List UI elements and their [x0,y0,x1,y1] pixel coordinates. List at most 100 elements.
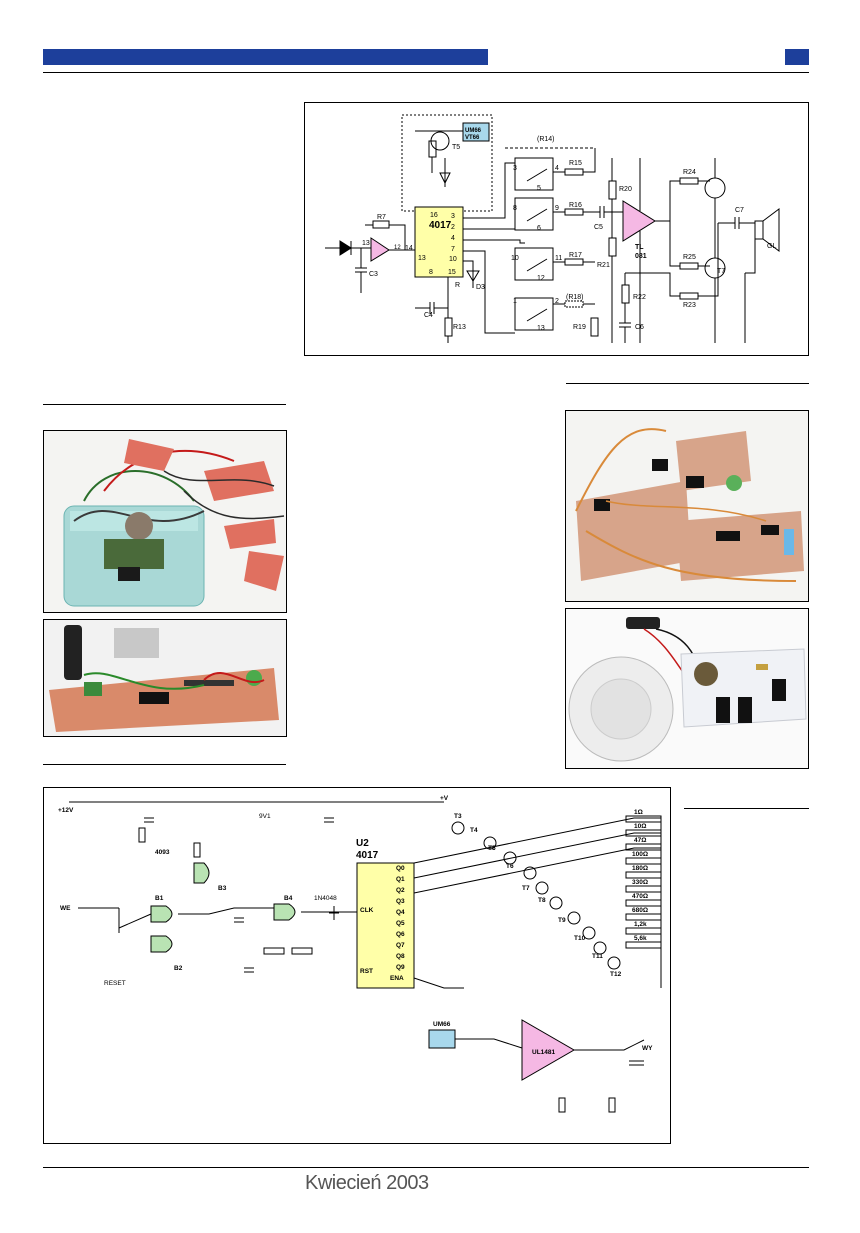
section-rule [43,404,286,405]
input-label: WE [60,905,71,912]
resistor-value: 5,6k [634,935,647,942]
svg-text:VT66: VT66 [465,135,480,141]
ena-pin: ENA [390,975,404,982]
q-output: Q6 [396,931,405,938]
photo-pcb-capacitor-art [49,625,279,732]
q-output: Q5 [396,920,405,927]
gate-b4: B4 [284,895,293,902]
photo-pcbs-wires-art [575,428,804,582]
um66-label: UM66 [433,1021,451,1028]
transistor-labels: T3 T4 T5 T6 T7 T8 T9 T10 T11 T12 [454,813,622,978]
section-rule [566,383,809,384]
svg-text:R20: R20 [619,186,632,193]
svg-text:(R18): (R18) [566,294,584,301]
zener-label: 9V1 [259,813,271,820]
supply-label: +12V [58,807,74,814]
svg-text:R25: R25 [683,254,696,261]
resistor-value: 180Ω [632,865,648,872]
q-output: Q2 [396,887,405,894]
svg-text:R16: R16 [569,202,582,209]
svg-text:R24: R24 [683,169,696,176]
resistor-value: 1,2k [634,921,647,928]
resistor-value: 470Ω [632,893,648,900]
transistor-label: T6 [506,863,514,870]
transistor-label: T11 [592,953,603,960]
q-output: Q1 [396,876,405,883]
svg-text:9: 9 [555,205,559,212]
svg-text:R21: R21 [597,262,610,269]
svg-text:D3: D3 [476,284,485,291]
resistor-value: 100Ω [632,851,648,858]
svg-text:5: 5 [537,185,541,192]
photo-pcb-capacitor [43,619,287,737]
svg-text:T7: T7 [717,268,725,275]
transistor-label: T9 [558,917,566,924]
q-output: Q9 [396,964,405,971]
svg-text:C5: C5 [594,224,603,231]
svg-text:15: 15 [448,269,456,276]
svg-text:3: 3 [451,213,455,220]
svg-text:(R14): (R14) [537,136,555,143]
svg-text:7: 7 [451,246,455,253]
svg-text:4: 4 [451,235,455,242]
svg-text:C7: C7 [735,207,744,214]
svg-text:R19: R19 [573,324,586,331]
gate-b1: B1 [155,895,164,902]
transistor-label: T8 [538,897,546,904]
section-rule [684,808,809,809]
schematic-bottom-svg: +12V +V U2 4017 WE WY RESET 4093 1N4048 … [58,795,662,1113]
footer-rule [43,1167,809,1168]
svg-text:8: 8 [513,205,517,212]
resistor-value: 47Ω [634,837,646,844]
reset-label: RESET [104,980,126,987]
transistor-label: T5 [488,845,496,852]
section-rule [43,764,286,765]
photo-circuit-box [43,430,287,613]
svg-text:6: 6 [537,225,541,232]
svg-text:C4: C4 [424,312,433,319]
output-label: WY [642,1045,653,1052]
diode-label: 1N4048 [314,895,337,902]
q-output: Q8 [396,953,405,960]
svg-text:4017: 4017 [429,220,452,231]
resistor-value: 680Ω [632,907,648,914]
header-page-tab [785,49,809,65]
svg-text:10: 10 [511,255,519,262]
output-resistor-values: 1Ω 10Ω 47Ω 100Ω 180Ω 330Ω 470Ω 680Ω 1,2k… [632,809,648,942]
gate-b3: B3 [218,885,227,892]
svg-text:14: 14 [405,245,413,252]
plus-v-label: +V [440,795,449,802]
transistor-label: T3 [454,813,462,820]
svg-text:C3: C3 [369,271,378,278]
q-output: Q3 [396,898,405,905]
svg-text:TL: TL [635,244,644,251]
footer-date: Kwiecień 2003 [305,1172,429,1194]
transistor-label: T12 [610,971,622,978]
svg-text:1: 1 [513,298,517,305]
svg-text:R7: R7 [377,214,386,221]
q-outputs: Q0 Q1 Q2 Q3 Q4 Q5 Q6 Q7 Q8 Q9 [396,865,405,971]
svg-text:2: 2 [555,298,559,305]
svg-text:12: 12 [537,275,545,282]
svg-text:13: 13 [537,325,545,332]
gate-b2: B2 [174,965,183,972]
clk-pin: CLK [360,907,374,914]
svg-text:11: 11 [555,255,562,262]
transistor-label: T4 [470,827,478,834]
svg-text:C6: C6 [635,324,644,331]
amp-label: UL1481 [532,1049,556,1056]
resistor-value: 330Ω [632,879,648,886]
svg-text:10: 10 [449,256,457,263]
gate-ic-label: 4093 [155,849,170,856]
svg-text:T5: T5 [452,144,460,151]
header-rule [43,72,809,73]
svg-text:8: 8 [429,269,433,276]
svg-text:R13: R13 [453,324,466,331]
svg-text:R23: R23 [683,302,696,309]
svg-text:2: 2 [451,224,455,231]
transistor-label: T10 [574,935,586,942]
photo-speaker-board-art [568,617,807,762]
photo-speaker-board [565,608,809,769]
svg-text:16: 16 [430,212,438,219]
q-output: Q7 [396,942,405,949]
